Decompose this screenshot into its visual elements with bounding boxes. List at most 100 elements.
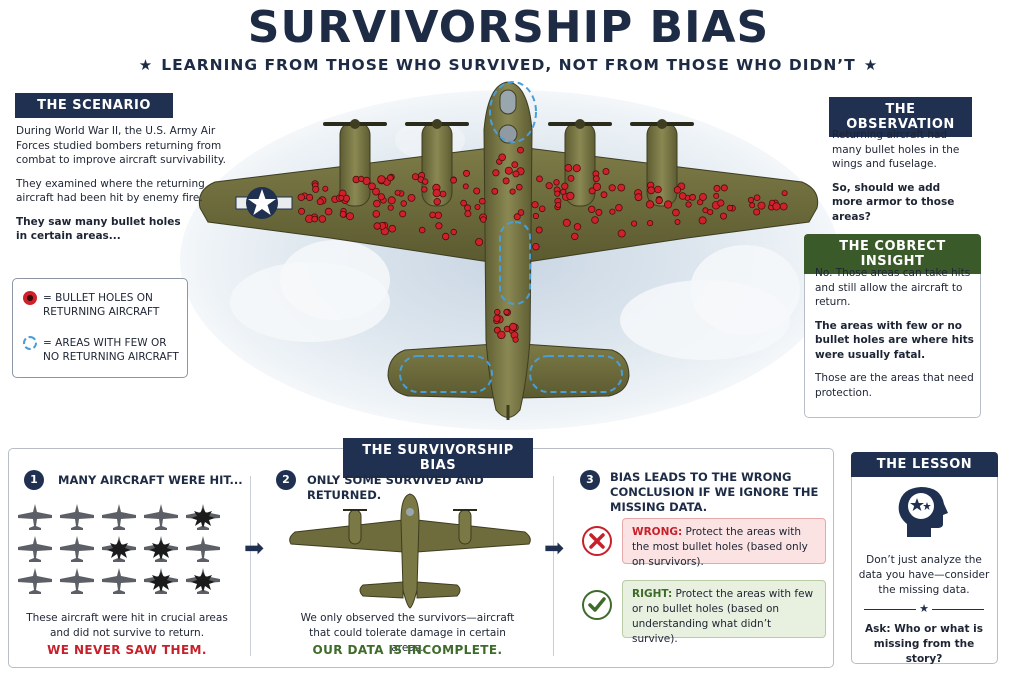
legend-item-few: = AREAS WITH FEW OR NO RETURNING AIRCRAF…: [23, 336, 183, 364]
bullet-hole: [634, 193, 643, 202]
bullet-hole: [753, 208, 761, 216]
bullet-hole: [617, 229, 626, 238]
bullet-hole: [460, 199, 467, 207]
bullet-hole: [600, 191, 608, 199]
bullet-hole: [429, 211, 436, 219]
bullet-hole: [480, 216, 487, 223]
bullet-hole: [753, 194, 761, 202]
bullet-hole: [372, 187, 380, 196]
star-insignia: [235, 187, 293, 219]
bullet-hole: [749, 202, 756, 209]
step-3-title: BIAS LEADS TO THE WRONG CONCLUSION IF WE…: [610, 470, 819, 514]
right-tailplane: [519, 343, 630, 399]
bullet-hole: [609, 208, 616, 215]
survivor-aircraft: [289, 493, 531, 609]
bullet-hole: [674, 218, 681, 225]
bullet-hole: [655, 196, 663, 205]
aircraft-icon: [144, 504, 178, 530]
bullet-hole: [450, 176, 458, 184]
bullet-hole: [311, 215, 319, 223]
bullet-hole: [699, 193, 707, 201]
bullet-hole: [411, 173, 419, 181]
observation-p1: Returning aircraft had many bullet holes…: [832, 129, 960, 170]
cloud: [280, 240, 390, 320]
bullet-hole: [394, 189, 401, 196]
destroyed-aircraft-icon: [102, 536, 136, 562]
lesson-heading: THE LESSON: [851, 452, 998, 477]
bullet-hole: [422, 178, 429, 185]
legend-label-bullet: = BULLET HOLES ON RETURNING AIRCRAFT: [43, 292, 160, 318]
bullet-hole: [553, 179, 560, 186]
wrong-text: Protect the areas with the most bullet h…: [632, 526, 808, 568]
bullet-hole: [386, 174, 394, 182]
insight-text: No. Those areas can take hits and still …: [815, 266, 975, 409]
bullet-hole: [678, 192, 687, 200]
bullet-hole: [511, 161, 519, 169]
bullet-hole: [418, 226, 426, 234]
scenario-p2: They examined where the returning aircra…: [16, 177, 205, 205]
legend-box: = BULLET HOLES ON RETURNING AIRCRAFT = A…: [12, 278, 188, 378]
bullet-hole: [591, 216, 599, 224]
destroyed-aircraft-icon: [144, 568, 178, 594]
step-1-conclusion: WE NEVER SAW THEM.: [47, 643, 207, 657]
bullet-hole: [538, 205, 546, 213]
bomber-aircraft: [198, 81, 819, 420]
bullet-hole: [305, 193, 314, 202]
bullet-hole: [322, 185, 329, 192]
bullet-hole: [450, 228, 457, 236]
bullet-hole: [592, 175, 600, 183]
bullet-hole: [772, 202, 781, 211]
bullet-hole: [509, 322, 518, 331]
bullet-hole: [368, 182, 376, 191]
bias-heading: THE SURVIVORSHIP BIAS: [343, 438, 533, 478]
bullet-hole: [400, 200, 407, 207]
bullet-hole: [399, 210, 407, 218]
observation-text: Returning aircraft had many bullet holes…: [832, 128, 992, 233]
step-2-number: 2: [276, 470, 296, 490]
observation-heading: THE OBSERVATION: [829, 97, 972, 137]
bullet-hole: [567, 174, 575, 182]
bullet-hole: [713, 184, 721, 192]
bullet-hole: [717, 199, 725, 207]
bullet-hole: [388, 224, 397, 233]
aircraft-icon: [18, 568, 52, 594]
bullet-hole: [503, 308, 510, 316]
separator: [553, 476, 554, 656]
bullet-hole: [338, 194, 345, 201]
destroyed-aircraft-icon: [186, 504, 220, 530]
aircraft-icon: [60, 536, 94, 562]
bullet-hole: [474, 203, 481, 210]
bullet-hole: [316, 198, 324, 206]
bullet-hole: [672, 208, 680, 217]
legend-label-few: = AREAS WITH FEW OR NO RETURNING AIRCRAF…: [43, 337, 179, 363]
bullet-hole: [515, 183, 523, 191]
bullet-hole: [592, 182, 602, 191]
scenario-heading: THE SCENARIO: [15, 93, 173, 118]
bullet-hole: [434, 211, 442, 219]
aircraft-fleet: [18, 504, 220, 594]
bullet-hole: [536, 175, 543, 183]
bullet-hole: [617, 183, 626, 192]
bullet-hole: [654, 185, 662, 194]
bullet-hole: [432, 189, 441, 198]
bullet-hole: [535, 226, 543, 234]
aircraft-icon: [18, 536, 52, 562]
bullet-hole: [387, 204, 394, 211]
step-2-caption: We only observed the survivors—aircraft …: [300, 612, 515, 654]
bullet-hole: [673, 186, 682, 194]
bullet-hole: [498, 153, 507, 162]
bullet-hole: [377, 175, 386, 184]
bullet-hole: [493, 314, 501, 322]
bullet-hole: [373, 199, 381, 208]
subtitle-text: LEARNING FROM THOSE WHO SURVIVED, NOT FR…: [161, 56, 856, 74]
bullet-hole: [512, 170, 520, 178]
bullet-hole: [588, 187, 596, 195]
wrong-verdict: WRONG: Protect the areas with the most b…: [622, 518, 826, 568]
scenario-p3: They saw many bullet holes in certain ar…: [16, 215, 181, 243]
bullet-hole: [726, 204, 734, 212]
wrong-label: WRONG:: [632, 526, 683, 538]
bullet-hole: [560, 188, 567, 195]
bullet-hole: [532, 212, 540, 220]
scenario-p1: During World War II, the U.S. Army Air F…: [16, 125, 226, 166]
aircraft-icon: [102, 504, 136, 530]
